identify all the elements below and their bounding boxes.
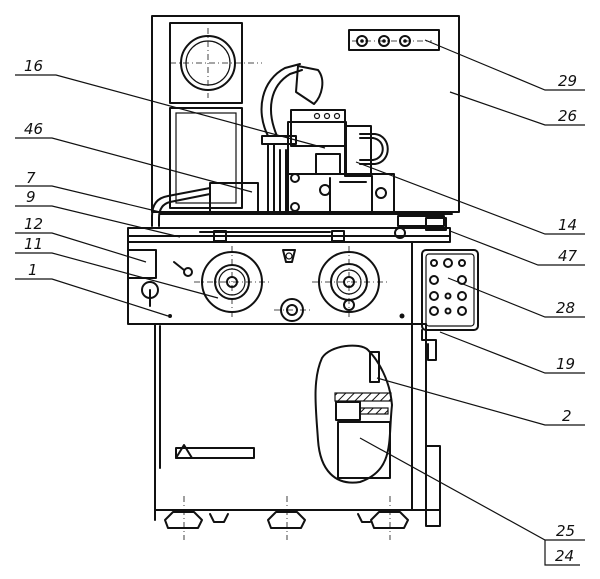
callout-11: 11 — [24, 235, 43, 253]
sheet-ref-24: 24 — [555, 547, 574, 565]
bed-front — [127, 241, 413, 325]
work-table — [127, 213, 453, 243]
callout-25: 25 — [556, 522, 575, 540]
callout-29: 29 — [558, 72, 577, 90]
callout-12: 12 — [24, 215, 43, 233]
wheel-head — [261, 109, 395, 213]
lamp-arm — [260, 63, 324, 137]
callout-2: 2 — [562, 407, 572, 425]
callout-47: 47 — [558, 247, 578, 265]
hydraulic-block — [151, 182, 259, 227]
leveling-feet — [164, 496, 409, 540]
callout-19: 19 — [556, 355, 575, 373]
base-cabinet — [154, 323, 441, 527]
callout-7: 7 — [26, 169, 36, 187]
control-knob-panel — [348, 29, 440, 51]
callout-26: 26 — [558, 107, 577, 125]
callout-46: 46 — [24, 120, 43, 138]
leader-lines-right — [355, 39, 585, 566]
callout-16: 16 — [24, 57, 43, 75]
callout-9: 9 — [26, 188, 36, 206]
leader-lines-left — [15, 74, 326, 317]
optical-screen — [169, 22, 262, 209]
callout-28: 28 — [556, 299, 575, 317]
callout-14: 14 — [558, 216, 577, 234]
callout-labels: 16 46 7 9 12 11 1 29 26 14 47 28 19 2 25… — [24, 57, 578, 565]
callout-1: 1 — [28, 261, 38, 279]
